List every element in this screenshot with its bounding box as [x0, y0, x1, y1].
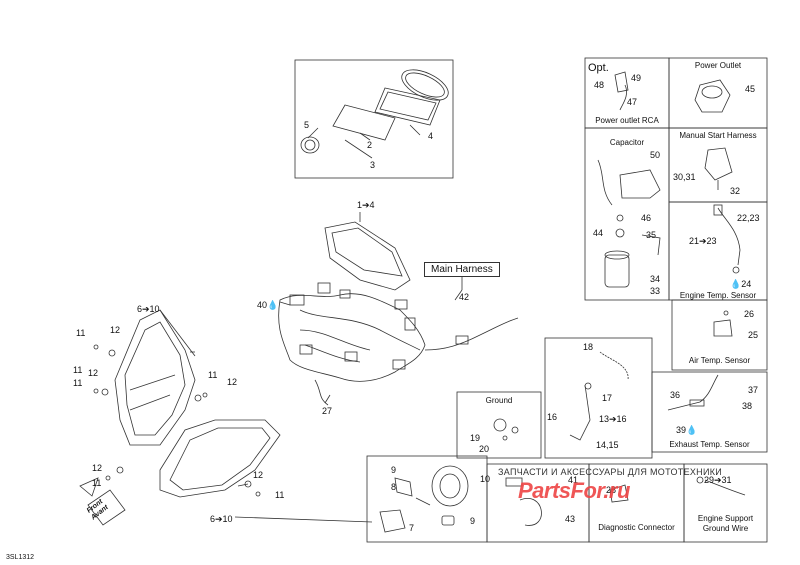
callout-37: 37 [748, 385, 759, 395]
callout-45: 46 [641, 213, 652, 223]
gauge-dial [300, 136, 320, 154]
watermark-tagline: ЗАПЧАСТИ И АКСЕССУАРЫ ДЛЯ МОТОТЕХНИКИ [498, 467, 723, 477]
callout-47: 48 [594, 80, 605, 90]
callout-3: 3 [370, 160, 376, 170]
gauge-lens [332, 104, 396, 141]
exhaust-temp-caption: Exhaust Temp. Sensor [669, 440, 750, 449]
callout-40-bottom: 41 [568, 475, 579, 485]
callout-32: 29➔31 [704, 475, 732, 485]
bulb-group-frame [366, 455, 488, 543]
callout-8: 8 [391, 482, 397, 492]
callout-22-23: 22,23 [737, 213, 760, 223]
callout-33: 33 [650, 286, 661, 296]
callout-20: 20 [479, 444, 490, 454]
callout-48: 49 [631, 73, 642, 83]
callout-4: 4 [428, 131, 434, 141]
callout-19: 19 [470, 433, 481, 443]
gauge-bezel-ring [401, 69, 449, 101]
callout-35: 35 [646, 230, 657, 240]
sensor-group-frame [544, 337, 653, 459]
callout-5: 5 [304, 120, 310, 130]
front-arrow-body [87, 489, 126, 526]
callout-12d: 12 [92, 463, 103, 473]
callout-11a: 11 [76, 328, 86, 338]
callout-25: 25 [748, 330, 759, 340]
ground-frame [456, 391, 542, 459]
engine-temp-caption: Engine Temp. Sensor [679, 291, 757, 300]
callout-12b: 12 [88, 368, 99, 378]
callout-1-4: 1➔4 [357, 200, 375, 210]
headlight-reflector [431, 465, 469, 507]
doc-code: 3SL1312 [6, 554, 35, 561]
callout-17: 17 [602, 393, 613, 403]
gauge-housing [374, 87, 441, 126]
callout-46: 47 [627, 97, 638, 107]
callout-34: 34 [650, 274, 661, 284]
callout-21-23: 21➔23 [689, 236, 717, 246]
callout-11c: 11 [73, 378, 83, 388]
callout-40-top: 40💧 [257, 300, 279, 310]
callout-27: 27 [322, 406, 333, 416]
harness-strap [314, 379, 329, 406]
callout-26: 26 [744, 309, 755, 319]
callout-11f: 11 [275, 490, 285, 500]
callout-39: 39💧 [676, 425, 698, 435]
callout-16: 16 [547, 412, 558, 422]
air-temp-frame [671, 299, 768, 371]
engine-support-frame [683, 463, 768, 543]
callout-12a: 12 [110, 325, 121, 335]
callout-11d: 11 [208, 370, 218, 380]
main-harness-title: Main Harness [424, 262, 500, 277]
power-outlet-title: Power Outlet [694, 61, 742, 70]
callout-43: 44 [593, 228, 604, 238]
bulb [379, 509, 406, 533]
callout-44: 45 [745, 84, 756, 94]
opt-title: Opt. [588, 62, 609, 74]
capacitor-can [604, 254, 630, 288]
instrument-cluster [324, 221, 411, 291]
air-temp-caption: Air Temp. Sensor [688, 356, 751, 365]
bolt [108, 349, 116, 357]
callout-9b: 9 [470, 516, 476, 526]
callout-14-15: 14,15 [596, 440, 619, 450]
ground-title: Ground [485, 396, 513, 405]
callout-18: 18 [583, 342, 594, 352]
headlight-lens [159, 419, 281, 498]
callout-30-31: 32 [730, 186, 741, 196]
gauge-group-frame [294, 59, 454, 179]
engine-support-caption-1: Engine Support [697, 514, 754, 523]
callout-36: 36 [670, 390, 681, 400]
callout-42: 42 [459, 292, 470, 302]
capacitor-title: Capacitor [609, 138, 645, 147]
callout-2: 2 [367, 140, 373, 150]
callout-12c: 12 [227, 377, 238, 387]
callout-41: 43 [565, 514, 576, 524]
left-headlight-housing [114, 309, 196, 446]
bulb-small [441, 515, 455, 526]
callout-49: 50 [650, 150, 661, 160]
watermark-logo: PartsFor.ru [518, 478, 630, 503]
callout-6-10-bottom: 6➔10 [210, 514, 233, 524]
diagnostic-caption: Diagnostic Connector [598, 523, 675, 532]
callout-11e: 11 [92, 478, 102, 488]
callout-12e: 12 [253, 470, 264, 480]
bulb-socket [394, 477, 413, 497]
callout-10: 10 [480, 474, 491, 484]
manual-start-title: Manual Start Harness [679, 131, 757, 140]
callout-9a: 9 [391, 465, 397, 475]
callout-38: 38 [742, 401, 753, 411]
callout-7: 7 [409, 523, 415, 533]
callout-24: 💧24 [730, 279, 752, 289]
callout-6-10-top: 6➔10 [137, 304, 160, 314]
callout-28: 28 [606, 485, 617, 495]
callout-13-16: 13➔16 [599, 414, 627, 424]
main-harness-bundle [278, 293, 426, 382]
callout-11b: 11 [73, 365, 83, 375]
engine-support-caption-2: Ground Wire [702, 524, 749, 533]
opt-caption: Power outlet RCA [595, 116, 659, 125]
callout-29-31: 30,31 [673, 172, 696, 182]
